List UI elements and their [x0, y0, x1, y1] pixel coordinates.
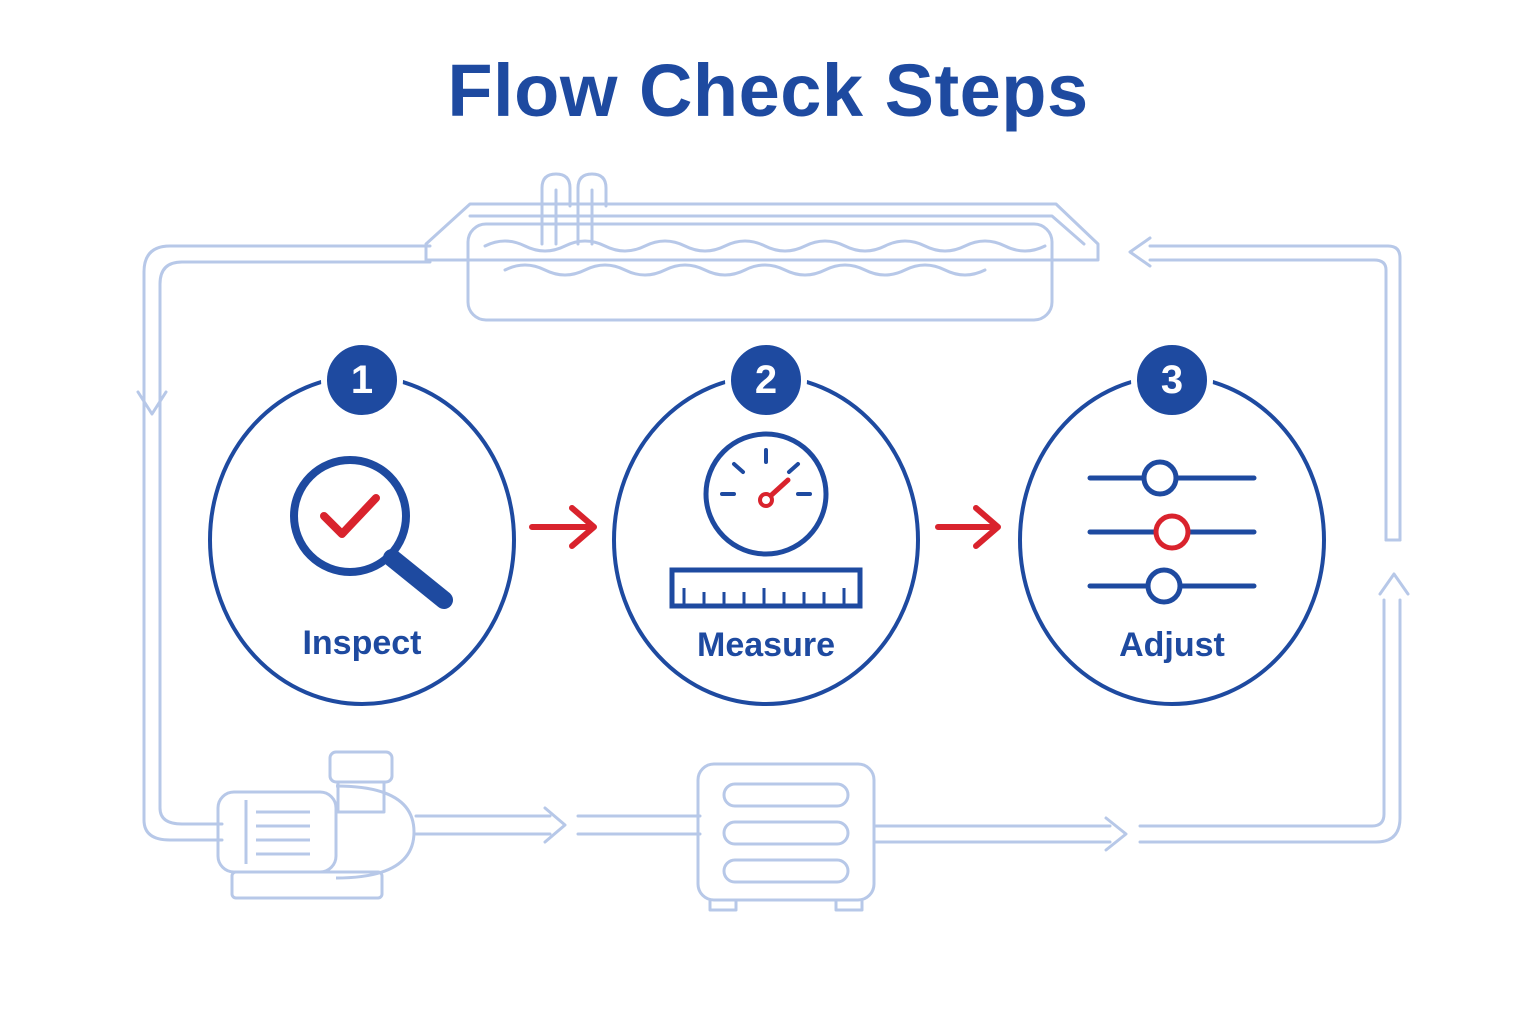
step-label-adjust: Adjust — [1119, 626, 1225, 664]
check-icon — [320, 494, 380, 538]
filter-icon — [696, 762, 876, 912]
step-number-2: 2 — [754, 358, 778, 402]
step-number-3: 3 — [1160, 358, 1184, 402]
step-circle-1 — [208, 339, 516, 706]
down-arrow-icon — [136, 390, 168, 416]
left-arrow-icon — [1128, 236, 1152, 268]
slider-knob-active — [1153, 513, 1191, 551]
up-arrow-icon — [1378, 572, 1410, 596]
water-waves — [483, 239, 1047, 253]
step-badge-3 — [1131, 339, 1213, 421]
circulation-loop — [136, 236, 1410, 852]
ruler-icon — [669, 567, 863, 609]
right-arrow-icon — [935, 505, 1001, 549]
right-arrow-icon — [529, 505, 597, 549]
pump-icon — [216, 750, 416, 900]
page-title: Flow Check Steps — [447, 49, 1089, 132]
left-pipe — [142, 244, 432, 842]
filter-outlet-pipe — [874, 824, 1112, 844]
magnifier-check-icon — [290, 456, 453, 609]
right-arrow-icon — [543, 806, 567, 844]
step-label-measure: Measure — [697, 626, 835, 664]
slider-knob — [1141, 459, 1179, 497]
gauge-ruler-icon — [669, 431, 863, 609]
step-arrow-1-to-2 — [529, 505, 597, 549]
step-label-inspect: Inspect — [302, 624, 422, 662]
step-badge-1 — [321, 339, 403, 421]
step-badge-2 — [725, 339, 807, 421]
step-circle-2 — [612, 339, 920, 706]
pool-ladder — [540, 172, 572, 246]
pump-outlet-pipe — [414, 814, 552, 836]
step-number-1: 1 — [350, 358, 374, 402]
sliders-icon — [1087, 459, 1257, 605]
pool-icon — [424, 172, 1100, 322]
step-arrow-2-to-3 — [935, 505, 1001, 549]
slider-knob — [1145, 567, 1183, 605]
right-pipe — [1148, 244, 1402, 542]
right-arrow-icon — [1104, 816, 1128, 852]
gauge-icon — [703, 431, 829, 557]
